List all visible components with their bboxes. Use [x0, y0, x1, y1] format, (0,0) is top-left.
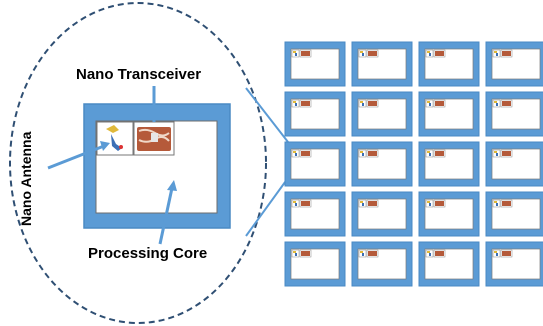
- transceiver-chip-icon: [502, 201, 511, 206]
- nano-antenna-label: Nano Antenna: [18, 131, 34, 226]
- transceiver-chip-icon: [435, 201, 444, 206]
- antenna-icon: [293, 151, 297, 156]
- nanomachine-node: [418, 241, 480, 287]
- nanomachine-node: [351, 191, 413, 237]
- antenna-icon: [360, 201, 364, 206]
- antenna-icon: [293, 101, 297, 106]
- antenna-icon: [427, 51, 431, 56]
- antenna-icon: [360, 101, 364, 106]
- nanomachine-node: [485, 41, 543, 87]
- nanomachine-node: [418, 41, 480, 87]
- nanomachine-node: [485, 191, 543, 237]
- transceiver-chip-icon: [368, 201, 377, 206]
- antenna-icon: [360, 151, 364, 156]
- processing-core-label: Processing Core: [88, 245, 208, 262]
- nano-transceiver-label: Nano Transceiver: [76, 66, 202, 83]
- core-pointer-arrow: [158, 180, 177, 245]
- antenna-icon: [494, 201, 498, 206]
- transceiver-chip-icon: [301, 151, 310, 156]
- transceiver-chip-icon: [301, 251, 310, 256]
- nanomachine-node: [485, 91, 543, 137]
- nanomachine-node: [351, 141, 413, 187]
- antenna-icon-box: [96, 121, 134, 156]
- transceiver-chip-icon: [435, 51, 444, 56]
- nanomachine-node: [485, 141, 543, 187]
- nanomachine-node: [485, 241, 543, 287]
- antenna-icon: [293, 51, 297, 56]
- antenna-icon: [494, 151, 498, 156]
- zoom-outline-ellipse: [9, 2, 267, 324]
- transceiver-chip-icon: [368, 101, 377, 106]
- transceiver-chip-icon: [435, 101, 444, 106]
- nanomachine-node: [418, 91, 480, 137]
- transceiver-chip-icon: [301, 51, 310, 56]
- nanomachine-node: [284, 141, 346, 187]
- transceiver-chip-icon: [301, 101, 310, 106]
- antenna-icon: [360, 51, 364, 56]
- zoomed-nanomachine: [83, 103, 231, 229]
- transceiver-chip-icon: [502, 151, 511, 156]
- antenna-pointer-arrow: [47, 141, 110, 170]
- transceiver-chip-icon: [301, 201, 310, 206]
- transceiver-chip-icon: [368, 151, 377, 156]
- transceiver-chip-icon: [502, 101, 511, 106]
- nanomachine-node: [351, 91, 413, 137]
- nanomachine-node: [284, 41, 346, 87]
- antenna-icon: [494, 51, 498, 56]
- antenna-icon: [494, 101, 498, 106]
- transceiver-chip-icon: [502, 51, 511, 56]
- antenna-icon: [427, 201, 431, 206]
- antenna-icon: [427, 251, 431, 256]
- nanomachine-node: [284, 191, 346, 237]
- zoom-connector-bottom: [245, 177, 289, 237]
- transceiver-chip-icon: [502, 251, 511, 256]
- antenna-icon: [427, 101, 431, 106]
- antenna-icon: [106, 125, 123, 151]
- transceiver-chip-icon: [435, 251, 444, 256]
- nanomachine-grid: [284, 41, 543, 287]
- antenna-icon: [494, 251, 498, 256]
- transceiver-chip-icon: [137, 127, 171, 151]
- nanomachine-node: [418, 141, 480, 187]
- nanomachine-node: [351, 241, 413, 287]
- antenna-icon: [427, 151, 431, 156]
- transceiver-chip-icon: [368, 251, 377, 256]
- transceiver-chip-icon: [368, 51, 377, 56]
- zoom-connector-top: [245, 87, 289, 143]
- transceiver-chip-icon: [435, 151, 444, 156]
- antenna-icon: [293, 201, 297, 206]
- nanomachine-node: [284, 91, 346, 137]
- antenna-icon: [360, 251, 364, 256]
- nanomachine-node: [418, 191, 480, 237]
- nanomachine-node: [284, 241, 346, 287]
- antenna-icon: [293, 251, 297, 256]
- nanomachine-node: [351, 41, 413, 87]
